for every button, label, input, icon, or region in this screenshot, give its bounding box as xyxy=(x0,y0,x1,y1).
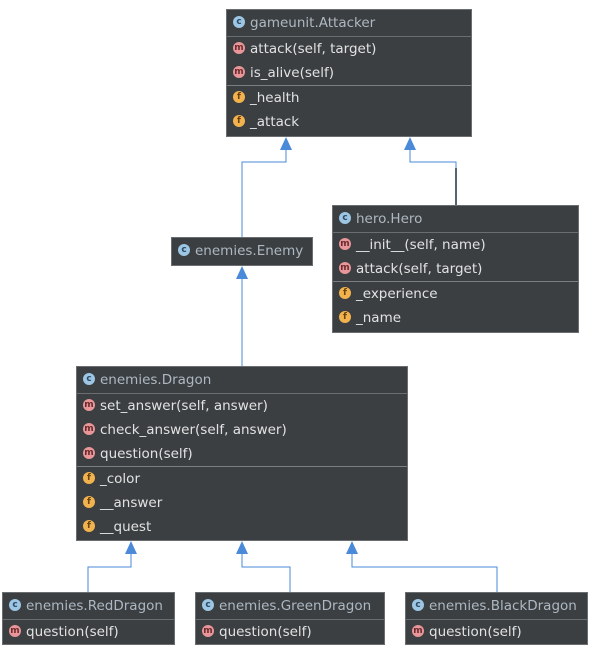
field-row: f _health xyxy=(227,85,471,110)
method-row: m attack(self, target) xyxy=(227,37,471,61)
method-signature: __init__(self, name) xyxy=(356,237,486,253)
field-name: _name xyxy=(356,310,402,326)
class-icon: c xyxy=(412,599,424,611)
method-row: m is_alive(self) xyxy=(227,61,471,85)
arrowhead-attacker-right xyxy=(404,137,416,150)
method-signature: set_answer(self, answer) xyxy=(100,398,268,414)
method-row: m attack(self, target) xyxy=(333,257,578,281)
arrowhead-dragon-3 xyxy=(346,541,358,554)
class-header: c enemies.GreenDragon xyxy=(196,593,384,620)
method-signature: question(self) xyxy=(100,446,193,462)
class-name: enemies.RedDragon xyxy=(26,598,163,614)
field-icon: f xyxy=(339,311,351,323)
field-name: __answer xyxy=(100,495,163,511)
class-name: hero.Hero xyxy=(356,211,423,227)
method-row: m question(self) xyxy=(196,620,384,644)
class-icon: c xyxy=(339,212,351,224)
class-icon: c xyxy=(202,599,214,611)
class-name: enemies.GreenDragon xyxy=(219,598,372,614)
method-row: m question(self) xyxy=(3,620,174,644)
edge-black-to-dragon xyxy=(351,554,498,592)
method-icon: m xyxy=(339,262,351,274)
method-signature: is_alive(self) xyxy=(250,65,334,81)
class-box-green-dragon[interactable]: c enemies.GreenDragon m question(self) xyxy=(195,592,385,645)
class-box-dragon[interactable]: c enemies.Dragon m set_answer(self, answer… xyxy=(76,366,408,541)
arrowhead-dragon-1 xyxy=(125,541,137,554)
class-header: c hero.Hero xyxy=(333,206,578,233)
class-name: enemies.BlackDragon xyxy=(429,598,577,614)
field-name: _attack xyxy=(250,114,300,130)
field-row: f __quest xyxy=(77,515,407,539)
method-icon: m xyxy=(202,625,214,637)
field-icon: f xyxy=(83,472,95,484)
class-name: enemies.Enemy xyxy=(195,243,304,259)
class-box-red-dragon[interactable]: c enemies.RedDragon m question(self) xyxy=(2,592,175,645)
field-row: f _name xyxy=(333,306,578,330)
field-name: __quest xyxy=(100,519,152,535)
method-row: m question(self) xyxy=(406,620,587,644)
method-icon: m xyxy=(83,447,95,459)
method-icon: m xyxy=(233,42,245,54)
arrowhead-attacker-left xyxy=(280,137,292,150)
field-icon: f xyxy=(339,287,351,299)
class-header: c enemies.Enemy xyxy=(172,238,312,264)
method-icon: m xyxy=(9,625,21,637)
edge-enemy-to-attacker xyxy=(241,150,287,237)
class-box-enemy[interactable]: c enemies.Enemy xyxy=(171,237,313,266)
method-row: m set_answer(self, answer) xyxy=(77,394,407,418)
method-icon: m xyxy=(83,423,95,435)
field-icon: f xyxy=(233,91,245,103)
method-row: m __init__(self, name) xyxy=(333,233,578,257)
method-row: m question(self) xyxy=(77,442,407,466)
class-header: c gameunit.Attacker xyxy=(227,10,471,37)
field-icon: f xyxy=(233,115,245,127)
method-signature: check_answer(self, answer) xyxy=(100,422,287,438)
method-signature: question(self) xyxy=(429,624,522,640)
field-name: _experience xyxy=(356,286,438,302)
arrowhead-dragon-2 xyxy=(236,541,248,554)
class-header: c enemies.Dragon xyxy=(77,367,407,394)
field-name: _color xyxy=(100,471,140,487)
field-row: f _attack xyxy=(227,110,471,134)
field-row: f _experience xyxy=(333,281,578,306)
class-box-attacker[interactable]: c gameunit.Attacker m attack(self, target)… xyxy=(226,9,472,137)
field-name: _health xyxy=(250,90,300,106)
edge-hero-to-attacker xyxy=(409,150,457,205)
method-row: m check_answer(self, answer) xyxy=(77,418,407,442)
field-row: f _color xyxy=(77,466,407,491)
class-header: c enemies.BlackDragon xyxy=(406,593,587,620)
class-header: c enemies.RedDragon xyxy=(3,593,174,620)
class-icon: c xyxy=(233,16,245,28)
method-signature: attack(self, target) xyxy=(250,41,377,57)
method-icon: m xyxy=(233,66,245,78)
field-icon: f xyxy=(83,496,95,508)
class-name: enemies.Dragon xyxy=(100,372,212,388)
method-signature: attack(self, target) xyxy=(356,261,483,277)
edge-red-to-dragon xyxy=(87,554,132,592)
class-name: gameunit.Attacker xyxy=(250,15,376,31)
method-icon: m xyxy=(412,625,424,637)
class-icon: c xyxy=(9,599,21,611)
method-icon: m xyxy=(83,399,95,411)
field-row: f __answer xyxy=(77,491,407,515)
method-signature: question(self) xyxy=(219,624,312,640)
arrowhead-enemy xyxy=(236,266,248,279)
class-icon: c xyxy=(178,244,190,256)
field-icon: f xyxy=(83,520,95,532)
class-icon: c xyxy=(83,373,95,385)
method-icon: m xyxy=(339,238,351,250)
method-signature: question(self) xyxy=(26,624,119,640)
class-box-black-dragon[interactable]: c enemies.BlackDragon m question(self) xyxy=(405,592,588,645)
edge-green-to-dragon xyxy=(241,554,291,592)
